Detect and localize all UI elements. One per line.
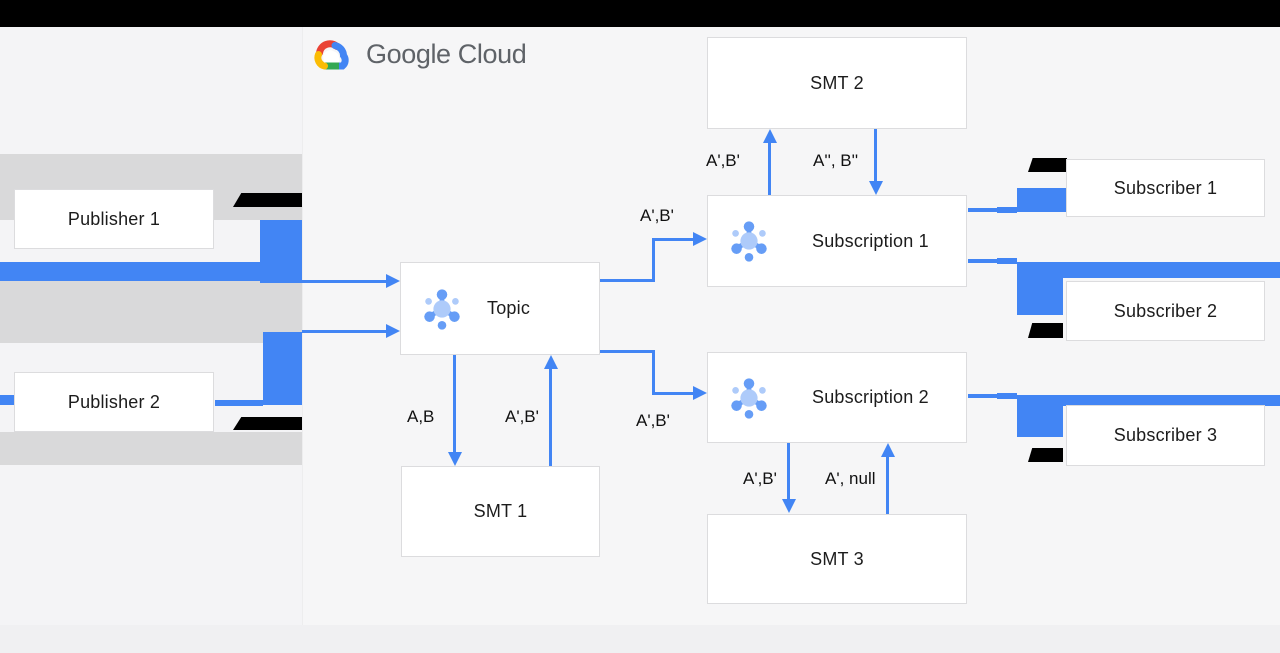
glitch-gray-band-middle xyxy=(0,281,302,343)
edge-publisher2-topic-arrowhead xyxy=(386,324,400,338)
node-topic-label: Topic xyxy=(487,298,531,318)
node-subscriber-1-label: Subscriber 1 xyxy=(1113,177,1218,198)
edge-topic-sub2-seg3 xyxy=(655,392,695,395)
edge-sub2-smt3-line xyxy=(787,443,790,500)
node-subscription-1-label: Subscription 1 xyxy=(812,230,929,251)
edge-publisher2-topic-line xyxy=(302,330,388,333)
node-subscriber-3: Subscriber 3 xyxy=(1066,405,1265,466)
node-subscriber-2-label: Subscriber 2 xyxy=(1113,300,1218,321)
edge-topic-smt1-arrowhead xyxy=(448,452,462,466)
edge-topic-sub2-seg1 xyxy=(600,350,655,353)
edge-topic-sub1-seg2 xyxy=(652,238,655,282)
google-cloud-logo-icon xyxy=(314,40,349,70)
pubsub-subscription-icon xyxy=(731,377,767,419)
pubsub-subscription-icon xyxy=(731,221,767,262)
node-publisher-1-label: Publisher 1 xyxy=(67,208,161,229)
glitch-blue-block-subscriber1 xyxy=(1017,188,1066,212)
node-smt3-label: SMT 3 xyxy=(810,548,864,569)
edge-smt3-sub2-arrowhead xyxy=(881,443,895,457)
glitch-black-arrowhead-publisher1 xyxy=(233,193,302,207)
glitch-blue-band-subscriber2 xyxy=(1017,262,1280,278)
top-black-bar xyxy=(0,0,1280,27)
glitch-blue-block-subscriber2 xyxy=(1017,262,1063,315)
edge-publisher1-topic-arrowhead xyxy=(386,274,400,288)
glitch-black-arrowhead-subscriber3 xyxy=(1028,448,1063,462)
bottom-gray-bar xyxy=(0,625,1280,653)
node-publisher-2: Publisher 2 xyxy=(14,372,214,432)
google-cloud-logo-text: Google Cloud xyxy=(366,38,527,69)
edge-smt1-topic-line xyxy=(549,369,552,466)
node-publisher-1: Publisher 1 xyxy=(14,189,214,249)
edge-topic-sub2-arrowhead xyxy=(693,386,707,400)
edge-smt1-topic-label: A',B' xyxy=(505,407,539,426)
glitch-blue-line-publisher2 xyxy=(215,400,263,406)
node-smt2: SMT 2 xyxy=(707,37,967,129)
edge-sub2-smt3-arrowhead xyxy=(782,499,796,513)
node-smt2-label: SMT 2 xyxy=(810,72,864,93)
glitch-blue-line2-subscriber1 xyxy=(997,207,1017,213)
edge-sub1-smt2-line xyxy=(768,143,771,195)
edge-smt2-sub1-arrowhead xyxy=(869,181,883,195)
edge-topic-sub2-seg2 xyxy=(652,350,655,395)
edge-topic-sub1-seg3 xyxy=(655,238,695,241)
glitch-blue-line-left-publisher2 xyxy=(0,395,14,405)
node-subscriber-3-label: Subscriber 3 xyxy=(1113,425,1218,445)
edge-sub1-smt2-arrowhead xyxy=(763,129,777,143)
edge-smt2-sub1-line xyxy=(874,129,877,182)
edge-smt1-topic-arrowhead xyxy=(544,355,558,369)
edge-smt3-sub2-line xyxy=(886,457,889,514)
glitch-blue-arrow-block-publisher2 xyxy=(263,332,302,405)
node-publisher-2-label: Publisher 2 xyxy=(67,391,161,412)
node-topic: Topic xyxy=(400,262,600,355)
node-subscription-1: Subscription 1 xyxy=(707,195,967,287)
edge-topic-sub1-label: A',B' xyxy=(640,206,674,225)
node-subscription-2-label: Subscription 2 xyxy=(812,387,929,407)
node-subscriber-2: Subscriber 2 xyxy=(1066,281,1265,341)
edge-sub2-smt3-label: A',B' xyxy=(743,469,777,488)
edge-topic-smt1-label: A,B xyxy=(407,407,435,426)
node-subscription-2: Subscription 2 xyxy=(707,352,967,443)
glitch-blue-line2-subscriber2 xyxy=(997,258,1017,264)
glitch-black-arrowhead-publisher2 xyxy=(233,417,302,430)
google-cloud-logo: Google Cloud xyxy=(309,36,527,72)
glitch-black-arrowhead-subscriber2 xyxy=(1028,323,1063,338)
node-smt3: SMT 3 xyxy=(707,514,967,604)
glitch-blue-line-subscriber3 xyxy=(968,394,997,398)
edge-smt3-sub2-label: A', null xyxy=(825,469,876,488)
glitch-blue-line-subscriber2 xyxy=(968,259,997,263)
edge-topic-smt1-line xyxy=(453,355,456,452)
glitch-blue-band-subscriber3 xyxy=(1017,395,1280,406)
glitch-black-arrowhead-subscriber1 xyxy=(1028,158,1067,172)
node-smt1: SMT 1 xyxy=(401,466,600,557)
edge-topic-sub1-arrowhead xyxy=(693,232,707,246)
glitch-blue-line-subscriber1 xyxy=(968,208,997,212)
edge-publisher1-topic-line xyxy=(302,280,388,283)
glitch-blue-arrow-band-publisher1 xyxy=(0,262,260,281)
glitch-blue-line2-subscriber3 xyxy=(997,393,1017,399)
node-subscriber-1: Subscriber 1 xyxy=(1066,159,1265,217)
glitch-blue-arrow-block-publisher1 xyxy=(260,220,302,283)
edge-smt2-sub1-label: A'', B'' xyxy=(813,151,859,170)
edge-topic-sub2-label: A',B' xyxy=(636,411,670,430)
pubsub-topic-icon xyxy=(424,288,460,330)
edge-topic-sub1-seg1 xyxy=(600,279,655,282)
glitch-blue-block-subscriber3 xyxy=(1017,395,1063,437)
node-smt1-label: SMT 1 xyxy=(473,501,528,521)
edge-sub1-smt2-label: A',B' xyxy=(706,151,740,170)
glitch-gray-band-bottom xyxy=(0,432,302,465)
